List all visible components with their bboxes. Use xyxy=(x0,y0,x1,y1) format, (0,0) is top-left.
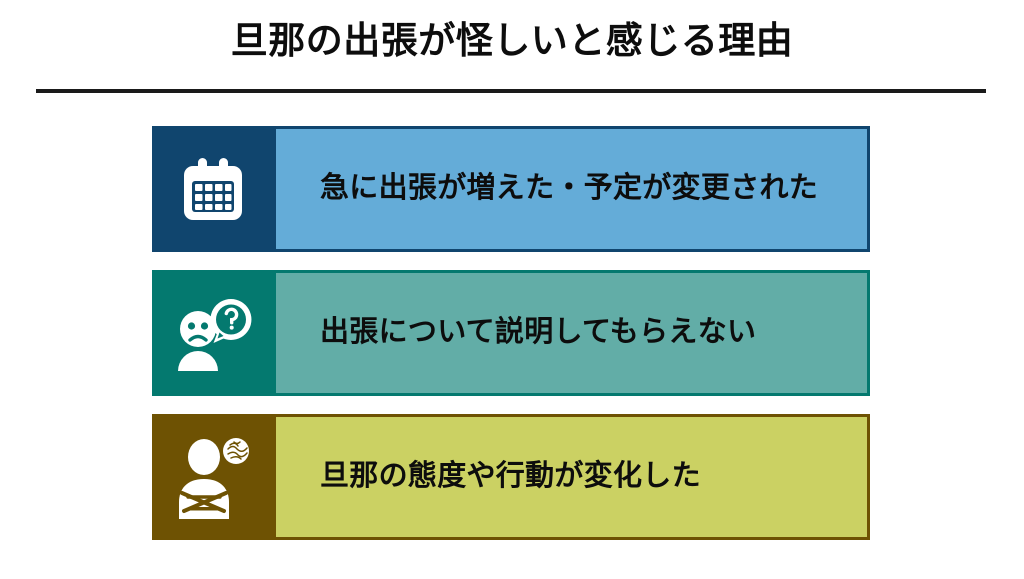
arms-crossed-person-icon xyxy=(178,438,249,519)
text-panel-1: 急に出張が増えた・予定が変更された xyxy=(273,126,870,252)
text-panel-2: 出張について説明してもらえない xyxy=(273,270,870,396)
list-item[interactable]: 急に出張が増えた・予定が変更された xyxy=(152,126,870,252)
list-item-label: 出張について説明してもらえない xyxy=(320,316,757,349)
title-underline-rule xyxy=(36,89,986,93)
page-title: 旦那の出張が怪しいと感じる理由 xyxy=(0,18,1024,64)
icon-panel-2 xyxy=(152,270,273,396)
text-panel-3: 旦那の態度や行動が変化した xyxy=(273,414,870,540)
reason-list: 急に出張が増えた・予定が変更された xyxy=(152,126,870,540)
confused-person-question-icon xyxy=(177,299,251,371)
list-item[interactable]: 旦那の態度や行動が変化した xyxy=(152,414,870,540)
list-item[interactable]: 出張について説明してもらえない xyxy=(152,270,870,396)
list-item-label: 急に出張が増えた・予定が変更された xyxy=(320,172,819,205)
list-item-label: 旦那の態度や行動が変化した xyxy=(320,460,701,493)
icon-panel-1 xyxy=(152,126,273,252)
page-title-text: 旦那の出張が怪しいと感じる理由 xyxy=(230,20,794,61)
icon-panel-3 xyxy=(152,414,273,540)
calendar-icon xyxy=(183,158,242,220)
